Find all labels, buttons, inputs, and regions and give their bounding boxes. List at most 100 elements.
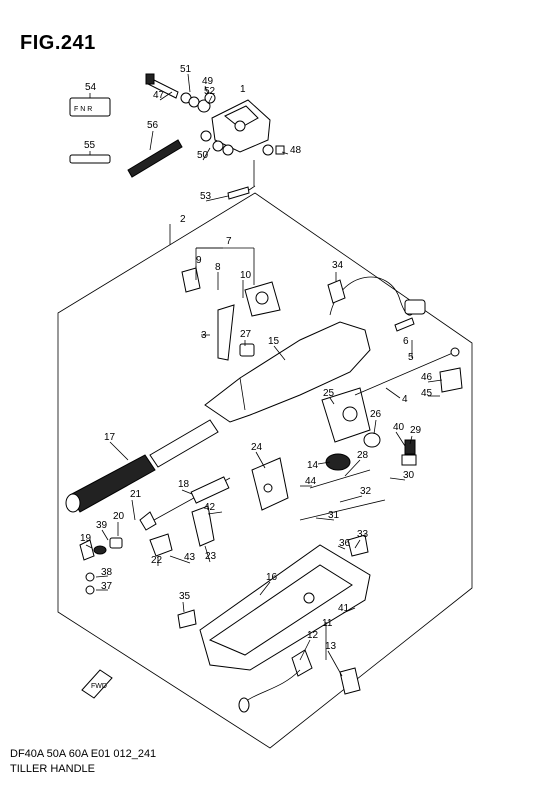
callout-54: 54 xyxy=(85,82,97,93)
leader-line xyxy=(281,151,289,155)
callout-49: 49 xyxy=(202,76,214,87)
model-code: DF40A 50A 60A E01 012_241 xyxy=(10,748,157,760)
leader-line xyxy=(273,345,286,361)
callout-47: 47 xyxy=(153,90,165,101)
leader-line xyxy=(299,639,311,661)
callout-28: 28 xyxy=(357,450,369,461)
leader-line xyxy=(339,495,363,503)
leader-line xyxy=(344,459,361,477)
leader-line xyxy=(329,397,335,405)
callout-4: 4 xyxy=(402,394,408,405)
leader-line xyxy=(207,95,213,105)
callout-6: 6 xyxy=(403,336,409,347)
callout-42: 42 xyxy=(204,502,216,513)
assembly-boundary xyxy=(57,192,473,749)
leader-line xyxy=(205,195,229,202)
callout-20: 20 xyxy=(113,511,125,522)
leader-line xyxy=(204,85,209,95)
callout-23: 23 xyxy=(205,551,217,562)
callout-17: 17 xyxy=(104,432,116,443)
leader-line xyxy=(427,379,443,383)
callout-44: 44 xyxy=(305,476,317,487)
leader-line xyxy=(327,650,343,677)
callout-37: 37 xyxy=(101,581,113,592)
callout-38: 38 xyxy=(101,567,113,578)
callout-7: 7 xyxy=(226,236,232,247)
leader-line xyxy=(409,435,413,445)
callout-15: 15 xyxy=(268,336,280,347)
leader-line xyxy=(85,544,93,549)
callout-16: 16 xyxy=(266,572,278,583)
callout-50: 50 xyxy=(197,150,209,161)
callout-29: 29 xyxy=(410,425,422,436)
callout-14: 14 xyxy=(307,460,319,471)
callout-26: 26 xyxy=(370,409,382,420)
leader-line xyxy=(204,545,211,563)
leader-line xyxy=(187,73,191,93)
callout-10: 10 xyxy=(240,270,252,281)
leader-line xyxy=(149,130,154,151)
callout-18: 18 xyxy=(178,479,190,490)
leader-line xyxy=(354,539,361,549)
callout-leaders xyxy=(85,73,443,677)
leader-line xyxy=(259,581,271,596)
callout-33: 33 xyxy=(357,529,369,540)
leader-line xyxy=(95,575,109,578)
label-plate-symbols: F N R xyxy=(74,106,92,113)
leader-line xyxy=(255,451,266,469)
figure-title: FIG.241 xyxy=(20,32,96,54)
leader-line xyxy=(395,431,406,447)
bracket-assembly: F N R xyxy=(69,73,285,200)
leader-line xyxy=(109,441,129,461)
leader-line xyxy=(182,601,185,613)
callout-46: 46 xyxy=(421,372,433,383)
callout-43: 43 xyxy=(184,552,196,563)
callout-13: 13 xyxy=(325,641,337,652)
callout-24: 24 xyxy=(251,442,263,453)
diagram-name: TILLER HANDLE xyxy=(10,763,95,775)
callout-30: 30 xyxy=(403,470,415,481)
leader-line xyxy=(373,419,377,435)
leader-line xyxy=(342,607,356,614)
front-arrow-icon: FWD xyxy=(81,669,113,699)
callout-55: 55 xyxy=(84,140,96,151)
callout-27: 27 xyxy=(240,329,252,340)
callout-53: 53 xyxy=(200,191,212,202)
leader-line xyxy=(101,529,109,541)
callout-36: 36 xyxy=(339,538,351,549)
callout-41: 41 xyxy=(338,603,350,614)
callout-3: 3 xyxy=(201,330,207,341)
callout-45: 45 xyxy=(421,388,433,399)
leader-line xyxy=(181,489,193,495)
leader-line xyxy=(315,517,335,521)
leader-line xyxy=(159,91,173,101)
leader-line xyxy=(317,461,331,465)
callout-52: 52 xyxy=(204,86,216,97)
callout-11: 11 xyxy=(322,618,333,629)
leader-line xyxy=(169,555,191,564)
callout-12: 12 xyxy=(307,630,319,641)
callout-48: 48 xyxy=(290,145,302,156)
callout-31: 31 xyxy=(328,510,340,521)
callout-2: 2 xyxy=(180,214,186,225)
callout-8: 8 xyxy=(215,262,221,273)
callout-22: 22 xyxy=(151,555,163,566)
callout-56: 56 xyxy=(147,120,159,131)
callout-32: 32 xyxy=(360,486,372,497)
callout-34: 34 xyxy=(332,260,344,271)
callout-9: 9 xyxy=(196,255,202,266)
leader-line xyxy=(202,147,211,161)
tiller-handle-assembly: FWD xyxy=(65,247,463,713)
leader-line xyxy=(131,499,136,521)
callout-40: 40 xyxy=(393,422,405,433)
leader-line xyxy=(389,477,406,481)
callout-35: 35 xyxy=(179,591,191,602)
svg-text:FWD: FWD xyxy=(91,683,107,690)
leader-line xyxy=(385,387,401,399)
callout-1: 1 xyxy=(240,84,246,95)
callout-21: 21 xyxy=(130,489,142,500)
leader-line xyxy=(207,511,223,515)
callout-25: 25 xyxy=(323,388,335,399)
